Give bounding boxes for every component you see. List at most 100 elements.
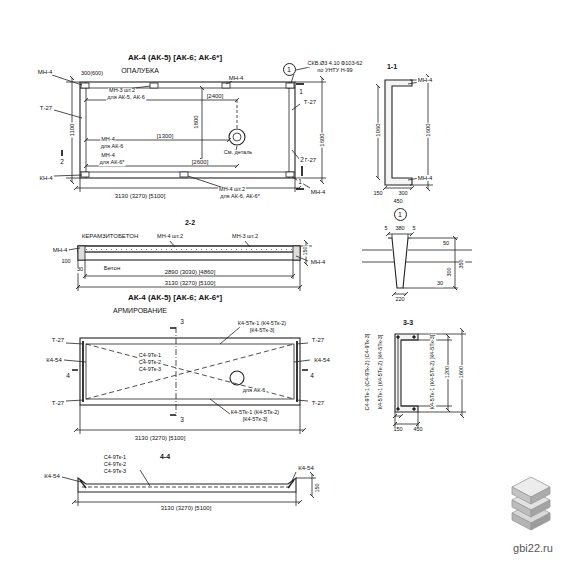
dimension-text: 5 (383, 226, 388, 232)
part-mark: Т-27 (303, 99, 317, 105)
section-mark: 4 (309, 373, 315, 380)
part-mark: [К4-5Тк-3] (249, 328, 276, 334)
dimension-text: 300 (397, 191, 408, 197)
dimension-text: [1300] (156, 133, 175, 139)
dimension-text: 5 (411, 226, 416, 232)
part-mark: С4-9Тк-2 (103, 462, 127, 468)
part-mark: С4-9Тк-2 (138, 360, 162, 366)
note-text: СКВ.Ø3 4.10 Ф103-62 (307, 61, 364, 67)
part-mark: С4-9Тк-1 (С4-9Тк-2) [С4-9Тк-3] (365, 333, 371, 412)
dimension-text: 30 (436, 281, 444, 287)
part-mark: Т-27 (311, 337, 325, 343)
dimension-text: 1600 (319, 132, 325, 147)
drawing-title: ОПАЛУБКА (120, 67, 160, 74)
formwork-plan (52, 67, 326, 192)
note-text: Бетон (103, 265, 121, 271)
part-mark: [К4-5Тк-3] (242, 417, 269, 423)
part-mark: К4-5Тк-1 (К4-5Тк-2) [К4-5Тк-3] (378, 334, 384, 410)
callout-number: 1 (287, 66, 291, 73)
section-mark: 3 (179, 417, 185, 424)
drawing-title: АК-4 (АК-5) [АК-6; АК-6*] (127, 294, 223, 302)
part-mark: С4-9Тк-1 (138, 353, 162, 359)
section-4-4 (62, 470, 316, 506)
callout-number: 1 (398, 211, 402, 218)
part-mark: МН-4 (417, 77, 434, 83)
section-mark: 1-1 (386, 63, 398, 70)
dimension-text: 2890 (3030) [4860] (164, 269, 217, 275)
dimension-text: 1100 (69, 123, 75, 138)
section-mark: 3-3 (402, 319, 414, 326)
dimension-text: 3130 (3270) [5100] (160, 505, 213, 511)
part-mark: К4-54 (43, 473, 61, 479)
part-mark: Т-27 (303, 157, 317, 163)
dimension-text: 150 (372, 191, 383, 197)
section-3-3 (395, 330, 466, 427)
part-mark: К4-54 (313, 357, 331, 363)
dimension-text: 300 (447, 266, 453, 277)
dimension-text: 450 (392, 199, 403, 205)
part-mark: КН-4 (38, 175, 53, 181)
section-mark: 2 (299, 157, 305, 164)
dimension-text: 150 (315, 482, 321, 493)
dimension-text: 150 (303, 245, 309, 256)
dimension-text: 3130 (3270) [5100] (114, 193, 167, 199)
section-mark: 1 (298, 89, 304, 96)
part-mark: МН-4 (37, 69, 54, 75)
part-mark: МН-4 (310, 259, 327, 265)
part-mark: С4-9Тк-3 (103, 469, 127, 475)
dimension-text: 3130 (3270) [5100] (134, 435, 187, 441)
dimension-text: 220 (394, 297, 405, 303)
dimension-text: 30 (76, 267, 84, 273)
drawing-title: АРМИРОВАНИЕ (112, 307, 168, 314)
part-mark: МН-3 шт.2 (108, 88, 136, 94)
detail-1 (362, 234, 472, 294)
note-text: по УНТУ Н-99 (316, 68, 353, 74)
part-mark: К4-5Тк-1 (К4-5Тк-2) [К4-5Тк-3] (430, 334, 436, 410)
dimension-text: [2600] (191, 159, 210, 165)
part-mark: МН-3 шт.2 (231, 234, 259, 240)
part-mark: МН-4 (100, 137, 115, 143)
section-mark: 2-2 (184, 219, 196, 226)
part-mark: МН-4 (100, 153, 115, 159)
dimension-text: 50 (442, 241, 450, 247)
section-mark: 3 (179, 319, 185, 326)
part-mark: К4-5Тк-1 (К4-5Тк-2) (230, 410, 280, 416)
dimension-text: 3130 (3270) [5100] (164, 280, 217, 286)
part-mark: МН-4 шт.2 (156, 234, 184, 240)
part-mark: МН-4 (228, 75, 245, 81)
dimension-text: 150 (392, 427, 403, 433)
dimension-text: 350 (459, 258, 465, 269)
callout-circle: 1 (283, 63, 296, 76)
dimension-text: 1600 (459, 365, 465, 379)
dimension-text: 450 (412, 427, 423, 433)
note-text: для АК-6* (99, 160, 126, 166)
note-text: для АК-6 (100, 144, 125, 150)
note-text: для АК-6 (242, 388, 267, 394)
section-mark: 2 (59, 159, 65, 166)
callout-circle: 1 (394, 208, 407, 221)
section-mark: 4-4 (159, 453, 171, 460)
reinforcement-plan (64, 327, 310, 434)
note-text: КЕРАМЗИТОБЕТОН (81, 233, 139, 239)
dimension-text: [2400] (206, 93, 225, 99)
part-mark: К4-54 (297, 465, 315, 471)
part-mark: К4-5Тк-1 (К4-5Тк-2) (237, 321, 287, 327)
dimension-text: 300(600) (80, 71, 104, 77)
part-mark: МН-4 (417, 175, 434, 181)
watermark: gbi22.ru (512, 543, 554, 554)
part-mark: К4-54 (45, 357, 63, 363)
part-mark: С4-9Тк-1 (103, 455, 127, 461)
dimension-text: 1800 (193, 114, 199, 129)
part-mark: Т-27 (39, 105, 53, 111)
part-mark: МН-4 (310, 189, 327, 195)
part-mark: МН-4 (52, 247, 69, 253)
dimension-text: 1200 (445, 365, 451, 379)
section-1-1 (378, 76, 433, 189)
part-mark: С4-9Тк-3 (138, 367, 162, 373)
section-2-2 (68, 241, 312, 291)
dimension-text: 1600 (425, 122, 431, 137)
note-text: См. деталь (223, 150, 254, 156)
part-mark: Т-27 (311, 400, 325, 406)
part-mark: МН-4 шт.2 (218, 187, 246, 193)
